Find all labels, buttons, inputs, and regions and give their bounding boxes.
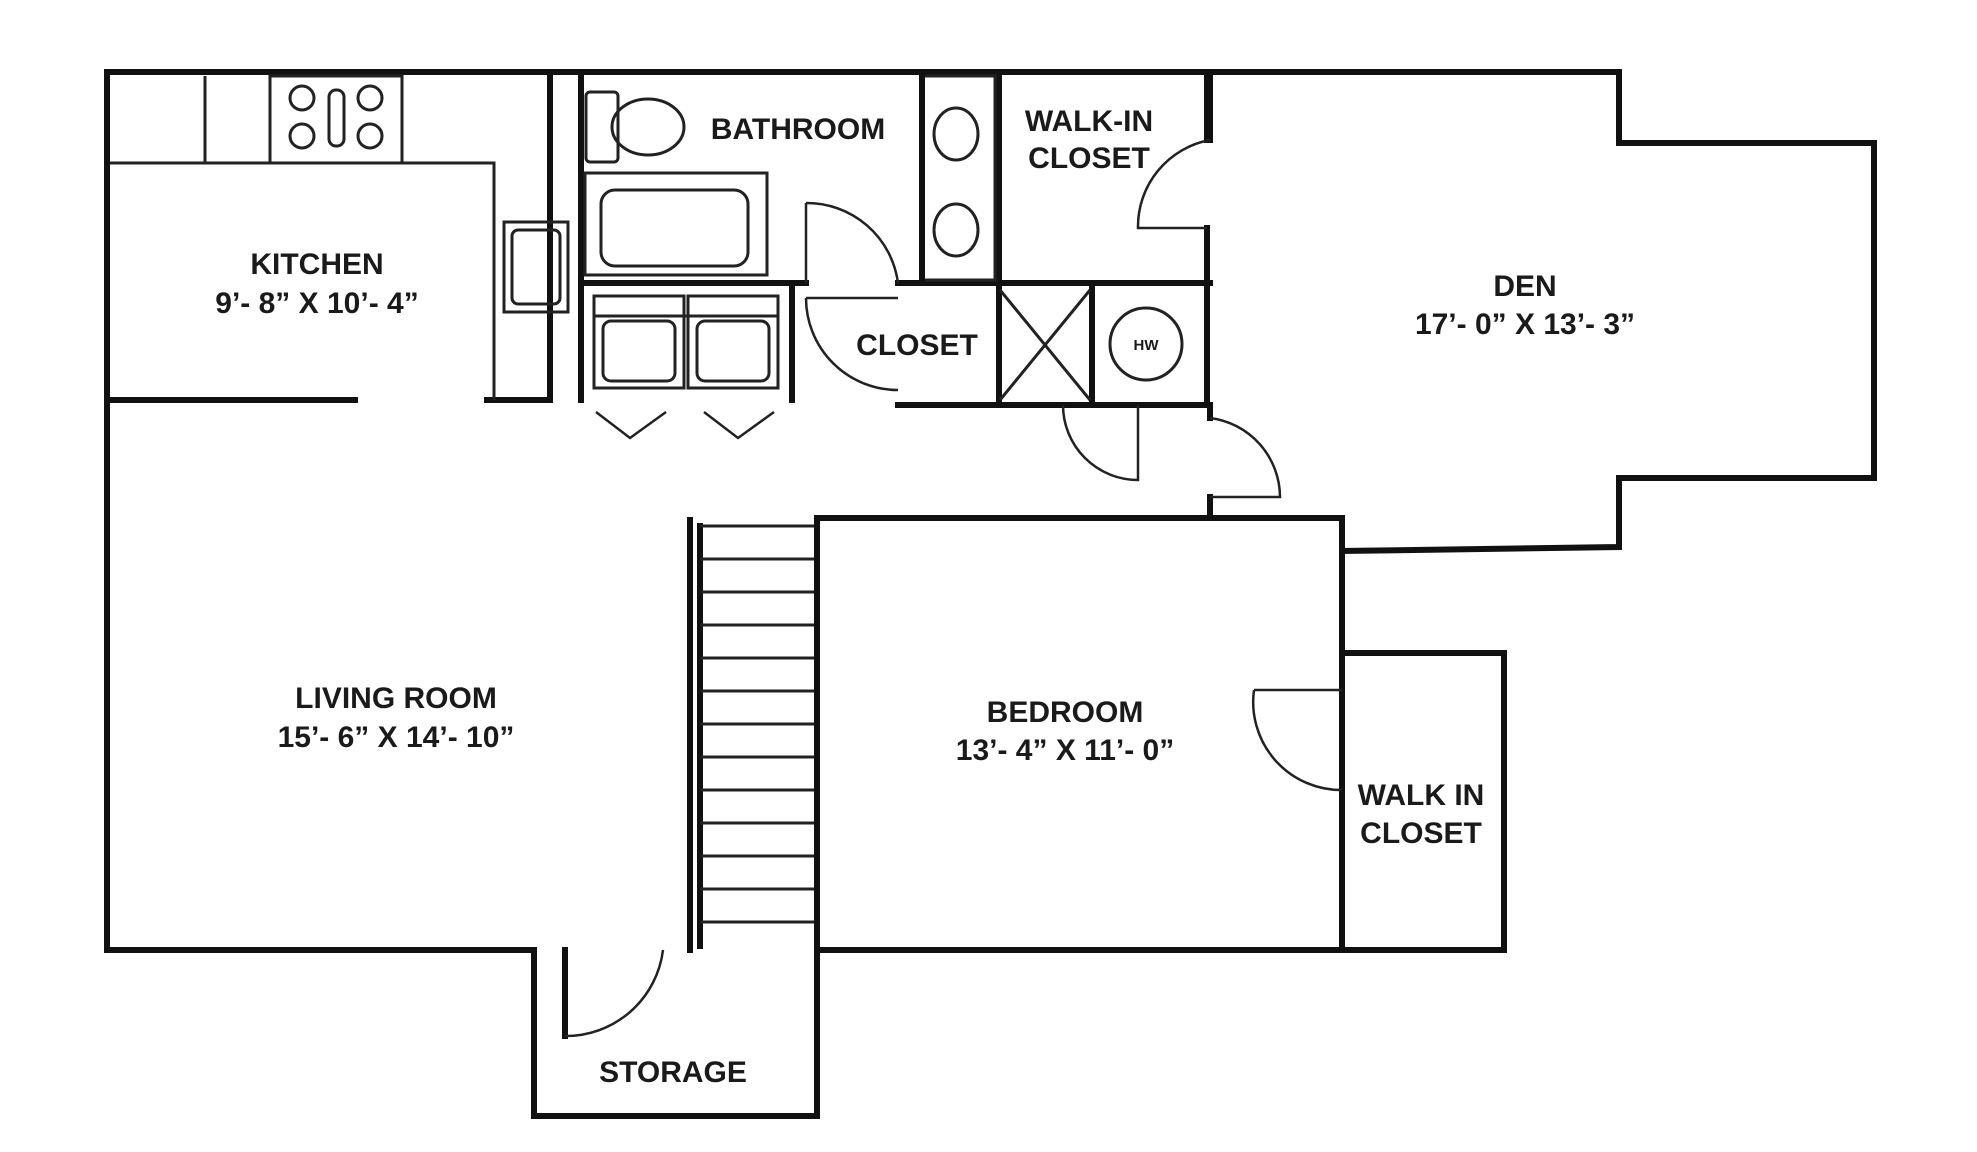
bedroom-name: BEDROOM [987,696,1144,729]
bedroom-closet-door [1251,688,1343,792]
toilet-icon [610,97,686,157]
washer-icon [592,294,686,390]
den-dims: 17’- 0” X 13’- 3” [1415,308,1635,341]
interior-walls [107,73,1345,1039]
walkin-closet-door [1136,138,1211,230]
sink-icon [502,220,570,314]
utility-closet: HW [998,289,1184,401]
walkin-closet-right-line1: WALK IN [1358,779,1485,812]
walkin-closet-top-line1: WALK-IN [1025,105,1153,138]
toilet-tank-icon [584,90,620,164]
den-door [1209,416,1282,499]
den-name: DEN [1493,270,1556,303]
stairs [687,517,814,953]
vanity-icon [920,74,997,282]
stove-icon [268,74,404,165]
doors [564,138,1343,1038]
bathroom-fixtures [583,73,997,286]
walkin-closet-right-line2: CLOSET [1360,817,1482,850]
closet-door [804,296,899,392]
living-room-name: LIVING ROOM [295,682,497,715]
bathtub-icon [583,171,769,277]
bathroom-name: BATHROOM [711,113,885,146]
kitchen-fixtures [110,74,570,400]
kitchen-name: KITCHEN [250,248,383,281]
laundry [592,294,780,440]
living-room-dims: 15’- 6” X 14’- 10” [278,721,515,754]
storage-name: STORAGE [599,1056,747,1089]
kitchen-dims: 9’- 8” X 10’- 4” [215,287,418,320]
bathroom-door [804,201,900,284]
water-heater-label: HW [1134,337,1160,354]
utility-door [1061,404,1140,482]
room-labels: KITCHEN 9’- 8” X 10’- 4” BATHROOM WALK-I… [215,105,1635,1089]
walkin-closet-top-line2: CLOSET [1028,142,1150,175]
storage-door [564,949,665,1038]
closet-name: CLOSET [856,329,978,362]
water-heater-icon [1108,306,1184,382]
bedroom-dims: 13’- 4” X 11’- 0” [956,734,1174,767]
dryer-icon [686,294,780,390]
exterior-walls [104,69,1877,1119]
